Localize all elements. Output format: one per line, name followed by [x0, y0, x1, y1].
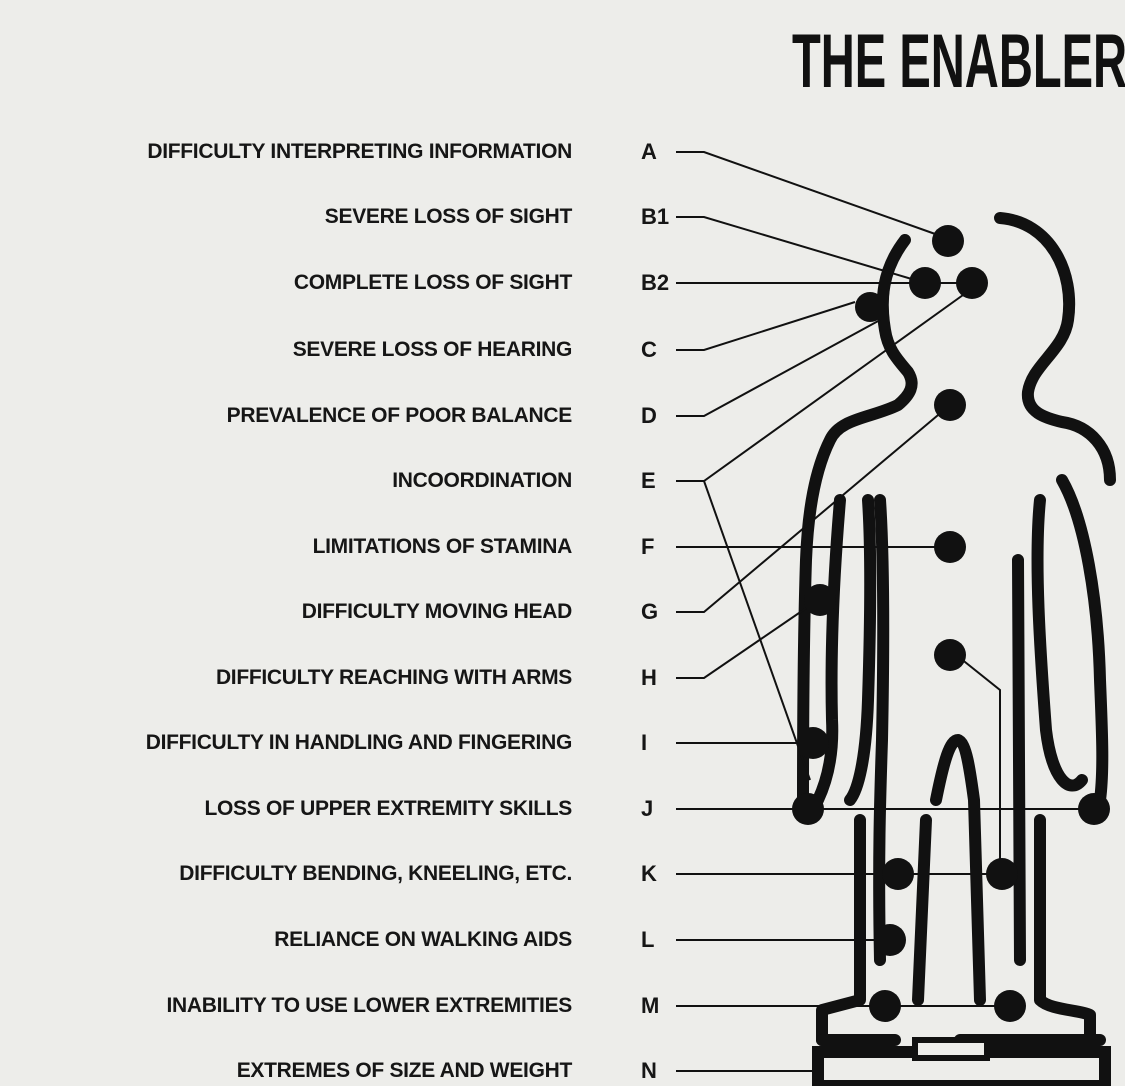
dot-k-right: [986, 858, 1018, 890]
right-inner-arm-outline: [1038, 500, 1082, 786]
inner-leg-outline: [918, 820, 926, 1000]
dot-a: [932, 225, 964, 257]
leader-a: [676, 152, 938, 235]
left-inner-arm-outline: [850, 500, 870, 800]
dot-k-left: [882, 858, 914, 890]
dot-b1: [909, 267, 941, 299]
dot-c: [855, 292, 885, 322]
leader-e2: [704, 481, 810, 780]
dot-b2: [956, 267, 988, 299]
right-torso-outline: [1018, 560, 1020, 960]
dot-m-right: [994, 990, 1026, 1022]
dot-j-right: [1078, 793, 1110, 825]
left-torso-outline: [879, 500, 883, 960]
dot-m-left: [869, 990, 901, 1022]
dot-e: [934, 389, 966, 421]
leader-b1: [676, 217, 915, 280]
dot-k-top: [934, 639, 966, 671]
right-arm-outline: [1062, 480, 1102, 800]
scale-platform: [818, 1040, 1105, 1086]
dot-j-left: [792, 793, 824, 825]
right-leg-outline: [1040, 820, 1090, 1040]
dot-l: [874, 924, 906, 956]
head-outline: [1000, 218, 1110, 480]
dot-h: [804, 584, 836, 616]
leader-c: [676, 302, 855, 350]
leader-d: [676, 320, 880, 416]
left-head-outline: [803, 240, 912, 800]
dot-f: [934, 531, 966, 563]
dot-i: [797, 727, 829, 759]
crotch-outline: [936, 740, 980, 1000]
